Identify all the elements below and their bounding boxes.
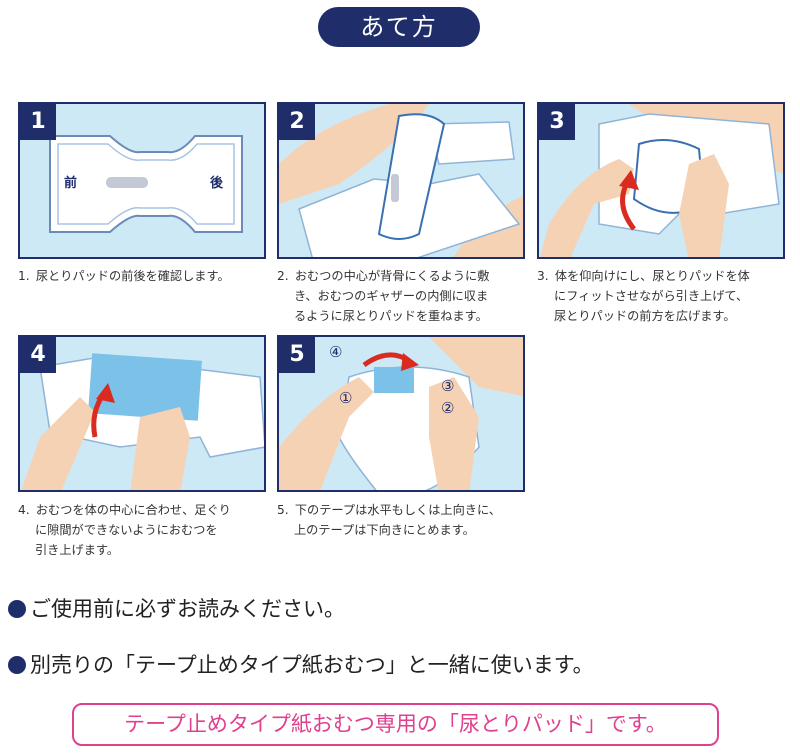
bullet-icon bbox=[8, 600, 26, 618]
step-3-illustration: 3 bbox=[537, 102, 785, 259]
front-label: 前 bbox=[64, 176, 78, 191]
step-1-caption: 1. 尿とりパッドの前後を確認します。 bbox=[18, 269, 230, 283]
step-number: 5 bbox=[279, 337, 315, 373]
step-number: 1 bbox=[20, 104, 56, 140]
notice-use-with-diaper: 別売りの「テープ止めタイプ紙おむつ」と一緒に使います。 bbox=[8, 649, 594, 679]
pad-lifting-drawing bbox=[540, 104, 783, 257]
step-4-illustration: 4 bbox=[18, 335, 266, 492]
step-2-illustration: 2 bbox=[277, 102, 525, 259]
step-5-caption: 5. 下のテープは水平もしくは上向きに、 上のテープは下向きにとめます。 bbox=[277, 503, 501, 537]
tape-mark-2: ② bbox=[441, 399, 455, 417]
step-5-illustration: 5 ④ ① ③ ② bbox=[277, 335, 525, 492]
step-number: 3 bbox=[539, 104, 575, 140]
notice-read-before-use: ご使用前に必ずお読みください。 bbox=[8, 593, 345, 623]
pad-front-back-drawing bbox=[49, 135, 243, 233]
diaper-laying-drawing bbox=[279, 104, 523, 257]
tape-mark-4: ④ bbox=[329, 343, 343, 361]
tape-mark-3: ③ bbox=[441, 377, 455, 395]
back-label: 後 bbox=[210, 176, 224, 191]
bullet-icon bbox=[8, 656, 26, 674]
step-number: 4 bbox=[20, 337, 56, 373]
diaper-pulling-drawing bbox=[21, 353, 264, 490]
step-3-caption: 3. 体を仰向けにし、尿とりパッドを体 にフィットさせながら引き上げて、 尿とり… bbox=[537, 269, 750, 323]
step-4-caption: 4. おむつを体の中心に合わせ、足ぐり に隙間ができないようにおむつを 引き上げ… bbox=[18, 503, 231, 557]
taping-drawing bbox=[279, 337, 523, 490]
tape-mark-1: ① bbox=[339, 389, 353, 407]
product-highlight: テープ止めタイプ紙おむつ専用の「尿とりパッド」です。 bbox=[72, 703, 719, 746]
step-number: 2 bbox=[279, 104, 315, 140]
step-1-illustration: 1 前 後 bbox=[18, 102, 266, 259]
step-2-caption: 2. おむつの中心が背骨にくるように敷 き、おむつのギャザーの内側に収ま るよう… bbox=[277, 269, 490, 323]
page-title: あて方 bbox=[318, 7, 480, 47]
